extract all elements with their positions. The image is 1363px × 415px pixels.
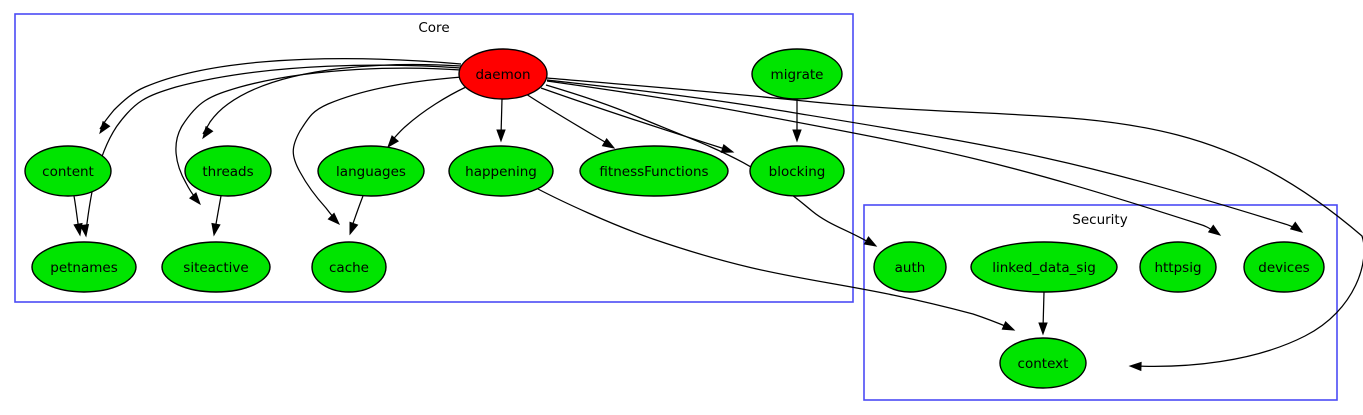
node-shape-content[interactable] [24,145,112,197]
node-siteactive[interactable]: siteactive [161,241,271,293]
edge-daemon-to-blocking [540,87,729,151]
node-fitnessFunctions[interactable]: fitnessFunctions [579,145,729,197]
arrowhead-daemon-to-cache [327,212,341,226]
arrowhead-daemon-to-petnames [79,223,90,238]
edge-daemon-to-fitnessFunctions [525,93,611,146]
node-label-content: content [42,164,94,180]
node-shape-languages[interactable] [317,145,425,197]
edge-daemon-to-threads [202,63,462,135]
arrowhead-daemon-to-threads [202,125,214,140]
node-auth[interactable]: auth [873,241,947,293]
node-context[interactable]: context [999,337,1087,389]
edge-daemon-to-context [546,77,1363,367]
node-shape-fitnessFunctions[interactable] [579,145,729,197]
node-label-httpsig: httpsig [1154,260,1201,276]
node-shape-petnames[interactable] [31,241,137,293]
arrowhead-daemon-to-devices [1289,221,1304,233]
node-content[interactable]: content [24,145,112,197]
edge-daemon-to-content [99,58,462,130]
arrowhead-daemon-to-context [1128,361,1142,372]
node-label-migrate: migrate [771,67,824,83]
node-shape-httpsig[interactable] [1139,241,1217,293]
node-label-devices: devices [1258,260,1309,276]
arrowhead-daemon-to-languages [387,135,400,149]
arrowhead-migrate-to-blocking [792,129,802,143]
node-shape-siteactive[interactable] [161,241,271,293]
edge-daemon-to-siteactive [175,67,462,201]
node-label-languages: languages [336,164,406,180]
arrowhead-threads-to-siteactive [211,222,221,237]
arrowhead-languages-to-cache [349,221,359,236]
edge-daemon-to-petnames [85,64,462,232]
node-blocking[interactable]: blocking [749,145,845,197]
node-label-auth: auth [895,260,926,276]
cluster-label-security: Security [1072,212,1127,228]
node-label-blocking: blocking [769,164,826,180]
arrowhead-daemon-to-fitnessFunctions [601,138,616,149]
edges-layer [73,58,1363,372]
node-shape-devices[interactable] [1243,241,1325,293]
node-daemon[interactable]: daemon [458,48,548,100]
arrowhead-daemon-to-siteactive [188,192,201,206]
node-shape-linked_data_sig[interactable] [970,241,1118,293]
edge-happening-to-context [537,188,1011,329]
node-shape-daemon[interactable] [458,48,548,100]
node-migrate[interactable]: migrate [751,48,843,100]
node-label-context: context [1018,356,1069,372]
edge-daemon-to-devices [546,79,1298,230]
edge-daemon-to-cache [292,76,463,221]
edge-daemon-to-httpsig [546,80,1216,233]
cluster-label-core: Core [418,20,449,36]
arrowhead-daemon-to-blocking [720,143,735,153]
node-shape-migrate[interactable] [751,48,843,100]
node-petnames[interactable]: petnames [31,241,137,293]
node-cache[interactable]: cache [311,241,387,293]
node-label-siteactive: siteactive [183,260,248,276]
node-happening[interactable]: happening [448,145,554,197]
arrowhead-daemon-to-happening [496,129,506,143]
node-shape-context[interactable] [999,337,1087,389]
edge-daemon-to-languages [389,86,467,144]
nodes-layer: daemon migrate content threads languages happ… [24,48,1325,389]
arrowhead-daemon-to-content [99,120,111,135]
node-shape-cache[interactable] [311,241,387,293]
node-label-cache: cache [329,260,369,276]
arrowhead-happening-to-context [1001,321,1016,331]
cluster-security: Security [863,204,1338,401]
node-threads[interactable]: threads [184,145,272,197]
node-label-petnames: petnames [50,260,118,276]
node-label-fitnessFunctions: fitnessFunctions [599,164,708,180]
node-label-happening: happening [465,164,537,180]
node-shape-threads[interactable] [184,145,272,197]
node-linked_data_sig[interactable]: linked_data_sig [970,241,1118,293]
node-httpsig[interactable]: httpsig [1139,241,1217,293]
node-label-threads: threads [202,164,253,180]
arrowhead-daemon-to-httpsig [1207,224,1222,236]
node-label-daemon: daemon [475,67,530,83]
node-devices[interactable]: devices [1243,241,1325,293]
node-shape-happening[interactable] [448,145,554,197]
node-shape-blocking[interactable] [749,145,845,197]
cluster-border-core [14,13,854,303]
node-languages[interactable]: languages [317,145,425,197]
arrowhead-daemon-to-auth [863,236,878,247]
edge-daemon-to-auth [545,84,871,244]
node-label-linked_data_sig: linked_data_sig [992,260,1096,276]
cluster-border-security [863,204,1338,401]
cluster-core: Core [14,13,854,303]
arrowhead-content-to-petnames [73,222,83,237]
arrowhead-linked_data_sig-to-context [1038,322,1048,336]
node-shape-auth[interactable] [873,241,947,293]
